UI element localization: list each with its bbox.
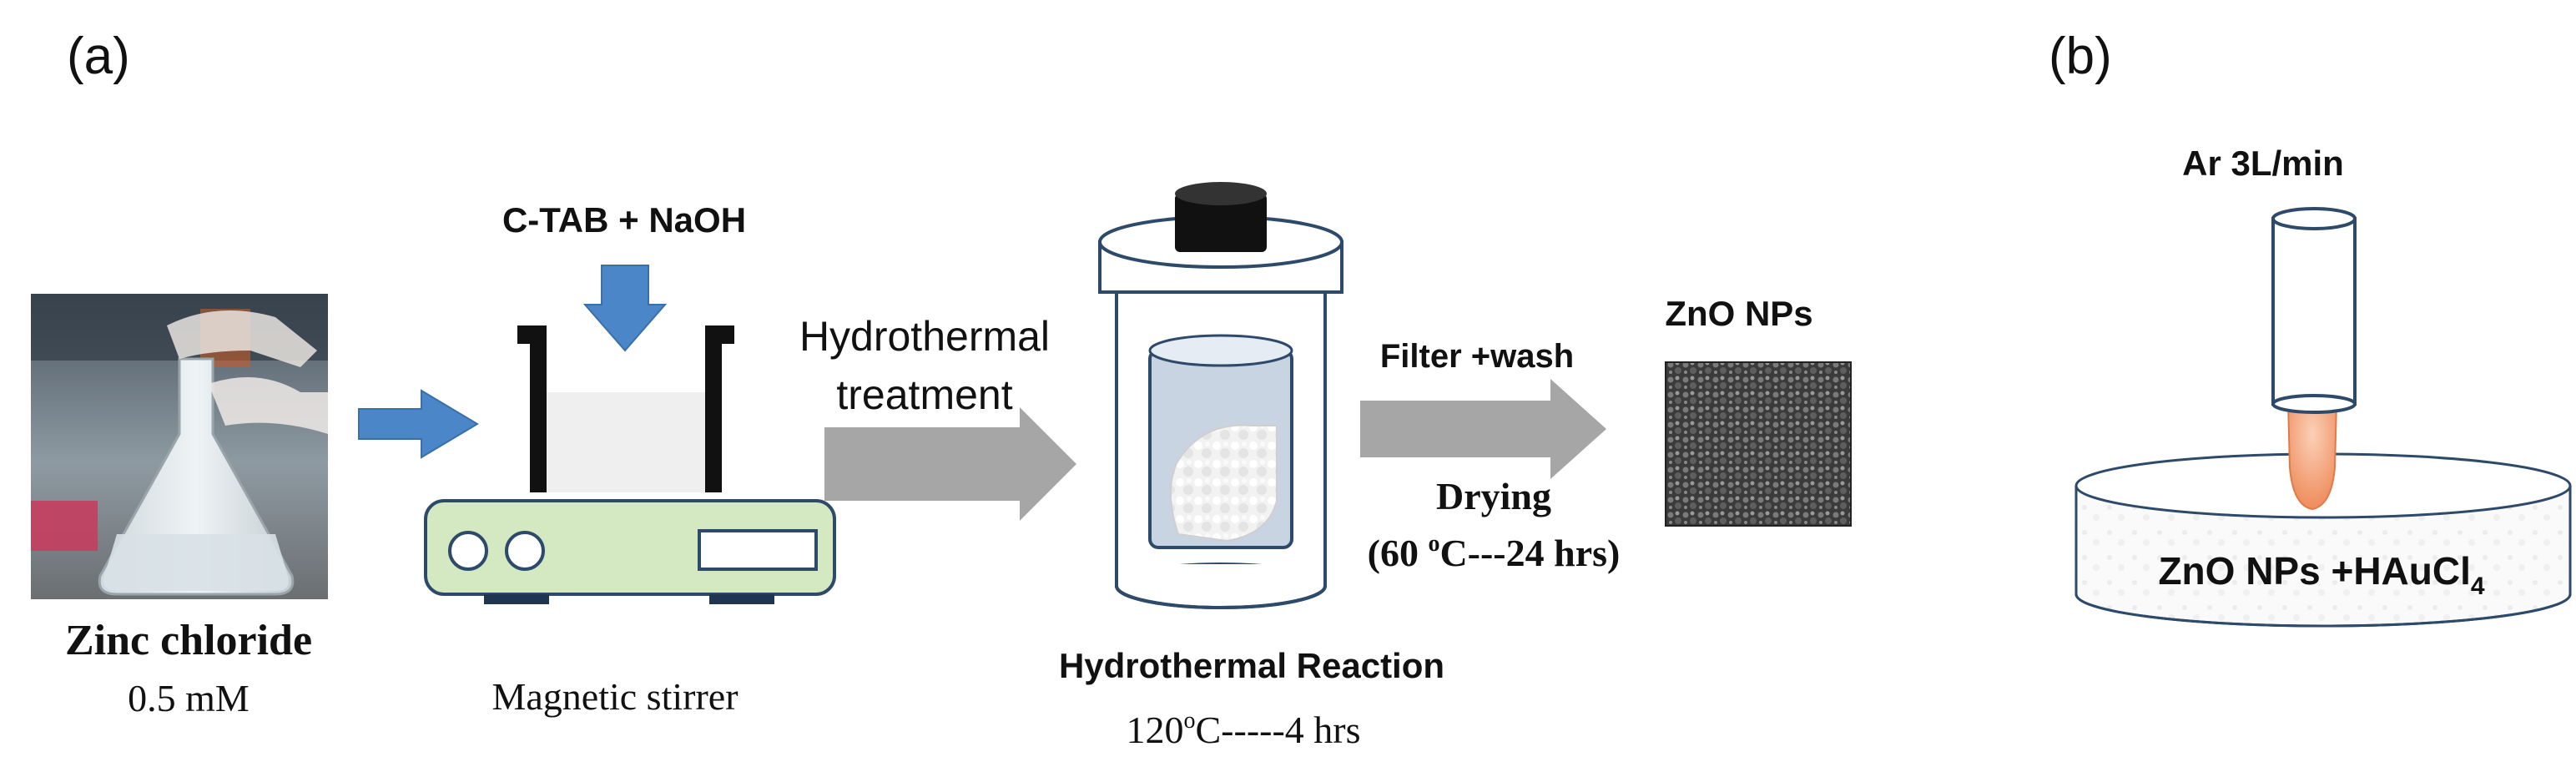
stirrer-knob-icon xyxy=(448,531,488,571)
hydrothermal-reactor xyxy=(1098,182,1343,609)
stirrer-caption: Magnetic stirrer xyxy=(492,675,738,718)
drying-label: Drying xyxy=(1436,475,1551,517)
blue-arrow-right-icon xyxy=(358,389,479,459)
zinc-chloride-photo xyxy=(31,294,328,599)
reagent-label: C-TAB + NaOH xyxy=(502,200,746,240)
stirrer-knob-icon xyxy=(505,531,545,571)
argon-flow-label: Ar 3L/min xyxy=(2182,144,2344,183)
gas-nozzle xyxy=(2271,207,2357,414)
stirrer-display xyxy=(698,529,818,571)
reactor-condition: 120oC-----4 hrs xyxy=(1127,708,1361,751)
magnetic-stirrer xyxy=(424,499,836,604)
panel-a-label: (a) xyxy=(67,28,130,85)
zinc-chloride-caption: Zinc chloride xyxy=(65,617,312,664)
plasma-jet-icon xyxy=(2286,401,2338,511)
product-title: ZnO NPs xyxy=(1665,294,1812,333)
blue-arrow-down-icon xyxy=(582,265,668,352)
hydrothermal-step-line2: treatment xyxy=(836,371,1012,418)
reactor-caption: Hydrothermal Reaction xyxy=(1059,646,1444,685)
filter-wash-label: Filter +wash xyxy=(1380,338,1574,375)
dish-contents-label: ZnO NPs +HAuCl4 xyxy=(2158,549,2484,600)
zinc-chloride-concentration: 0.5 mM xyxy=(128,677,250,719)
gray-arrow-right-icon xyxy=(824,407,1076,521)
gray-arrow-right-icon-2 xyxy=(1360,379,1606,479)
panel-b-label: (b) xyxy=(2049,28,2112,85)
sem-image xyxy=(1665,361,1852,527)
hydrothermal-step-line1: Hydrothermal xyxy=(799,313,1050,360)
beaker xyxy=(517,325,734,492)
drying-condition: (60 oC---24 hrs) xyxy=(1368,531,1621,574)
